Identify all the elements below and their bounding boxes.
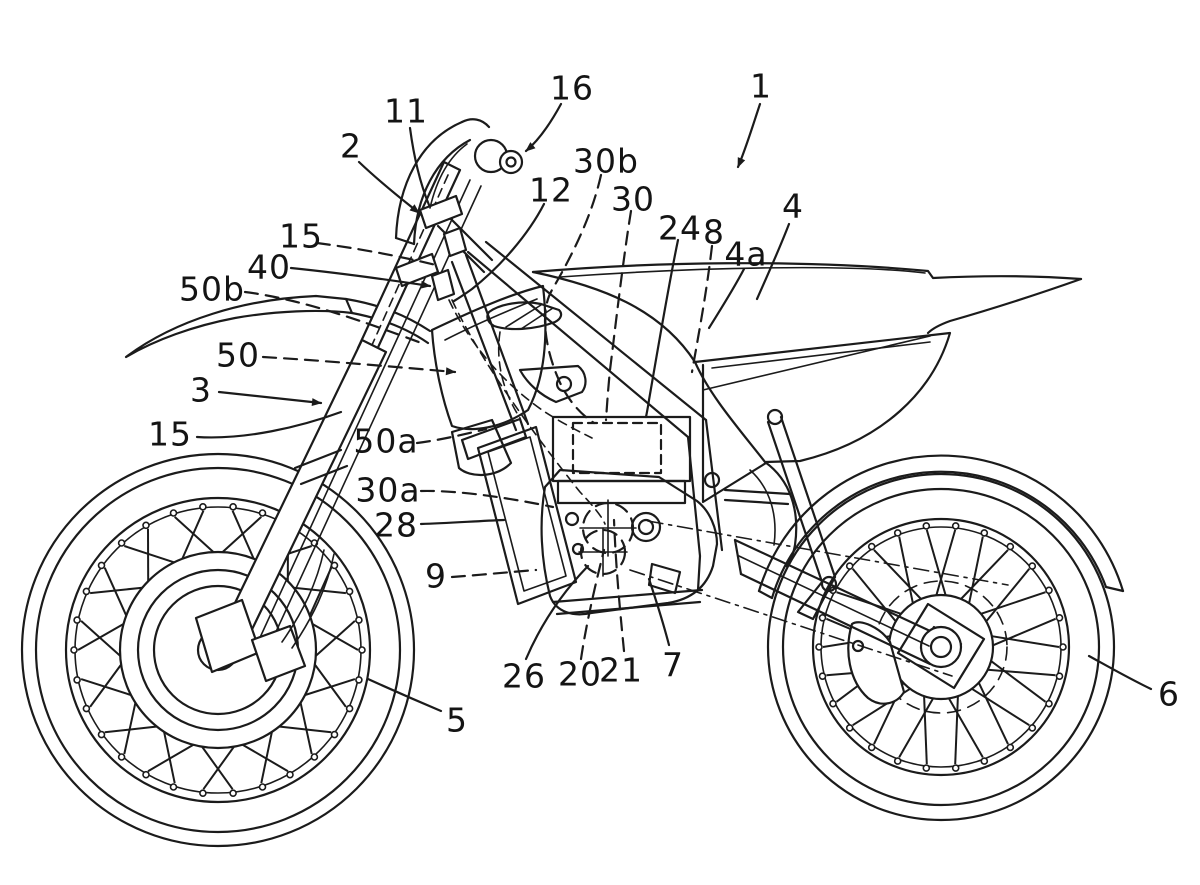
swingarm xyxy=(629,408,1009,677)
ref-label-15-lower: 15 xyxy=(148,414,192,454)
leader-26 xyxy=(524,564,590,661)
shock-absorber xyxy=(766,420,824,584)
ref-label-1: 1 xyxy=(750,66,772,106)
front-fork xyxy=(194,118,524,683)
chain-line-lower xyxy=(629,569,953,677)
ref-label-6: 6 xyxy=(1158,674,1180,714)
rear-wheel xyxy=(766,472,1116,822)
ref-label-50a: 50a xyxy=(353,421,419,461)
ref-label-30b: 30b xyxy=(573,141,639,181)
ref-label-16: 16 xyxy=(550,68,594,108)
fork-clamp-part xyxy=(442,226,468,258)
ref-label-30: 30 xyxy=(611,179,655,219)
ref-label-12: 12 xyxy=(529,170,573,210)
battery-assembly xyxy=(551,363,768,505)
leader-12 xyxy=(452,202,546,303)
leader-11 xyxy=(408,126,431,207)
leader-16 xyxy=(524,102,563,153)
ref-label-20: 20 xyxy=(558,654,602,694)
leader-4 xyxy=(755,222,791,301)
ref-label-26: 26 xyxy=(502,656,546,696)
leader-24 xyxy=(644,238,680,419)
seat-top xyxy=(531,262,1083,281)
ref-label-7: 7 xyxy=(662,645,684,685)
leader-15-lower xyxy=(195,410,343,439)
shroud-vent xyxy=(486,301,563,331)
side-panel xyxy=(693,331,952,464)
canister-unit xyxy=(460,417,578,606)
leader-4a xyxy=(707,267,746,330)
ref-label-9: 9 xyxy=(425,556,447,596)
ref-label-11: 11 xyxy=(384,91,428,131)
ref-label-24: 24 xyxy=(658,208,702,248)
leader-lines xyxy=(195,102,1153,713)
leader-50a xyxy=(415,427,488,445)
frame-gusset xyxy=(518,364,587,404)
leader-6 xyxy=(1087,654,1153,691)
front-spokes xyxy=(70,502,366,798)
rear-brake-stay xyxy=(847,621,906,705)
tail-underside xyxy=(926,277,1083,335)
ref-label-40: 40 xyxy=(247,247,291,287)
frame xyxy=(436,212,931,616)
leader-30b xyxy=(543,173,603,425)
lower-scoop xyxy=(450,418,513,476)
leader-7 xyxy=(647,577,671,647)
seat-underside xyxy=(531,270,697,364)
leader-21 xyxy=(612,518,626,653)
rear-spokes xyxy=(815,522,1067,772)
leader-30a xyxy=(419,489,555,509)
ref-label-4a: 4a xyxy=(724,234,768,274)
leader-15-upper xyxy=(315,241,442,268)
shroud xyxy=(430,284,563,476)
ref-label-3: 3 xyxy=(190,370,212,410)
leader-9 xyxy=(450,568,538,579)
ref-label-5: 5 xyxy=(446,700,468,740)
ref-label-15-upper: 15 xyxy=(279,216,323,256)
leader-30 xyxy=(604,209,633,422)
sensor-part-40 xyxy=(430,268,456,302)
ref-label-4: 4 xyxy=(782,186,804,226)
ref-label-2: 2 xyxy=(340,126,362,166)
motor-unit xyxy=(540,468,719,616)
leader-1 xyxy=(736,102,762,169)
leader-5 xyxy=(366,677,443,713)
ref-label-50: 50 xyxy=(216,335,260,375)
rear-fender xyxy=(757,454,1125,600)
leader-50 xyxy=(261,355,457,376)
leader-8 xyxy=(690,244,714,374)
ref-label-50b: 50b xyxy=(179,269,245,309)
ref-label-8: 8 xyxy=(703,212,725,252)
battery-hidden-outline xyxy=(571,421,663,475)
ref-label-21: 21 xyxy=(599,650,643,690)
leader-20 xyxy=(579,548,606,661)
leader-28 xyxy=(419,518,506,526)
leader-50b xyxy=(243,290,426,346)
ref-label-28: 28 xyxy=(374,505,418,545)
leader-3 xyxy=(217,390,323,407)
ref-label-30a: 30a xyxy=(355,470,421,510)
footpeg-bracket xyxy=(647,562,682,595)
leader-2 xyxy=(357,160,421,215)
handlebar xyxy=(394,120,464,240)
seat-and-tail xyxy=(531,262,1083,568)
brake-caliper xyxy=(250,624,307,683)
leader-40 xyxy=(289,266,432,289)
cable-routes xyxy=(448,299,606,525)
